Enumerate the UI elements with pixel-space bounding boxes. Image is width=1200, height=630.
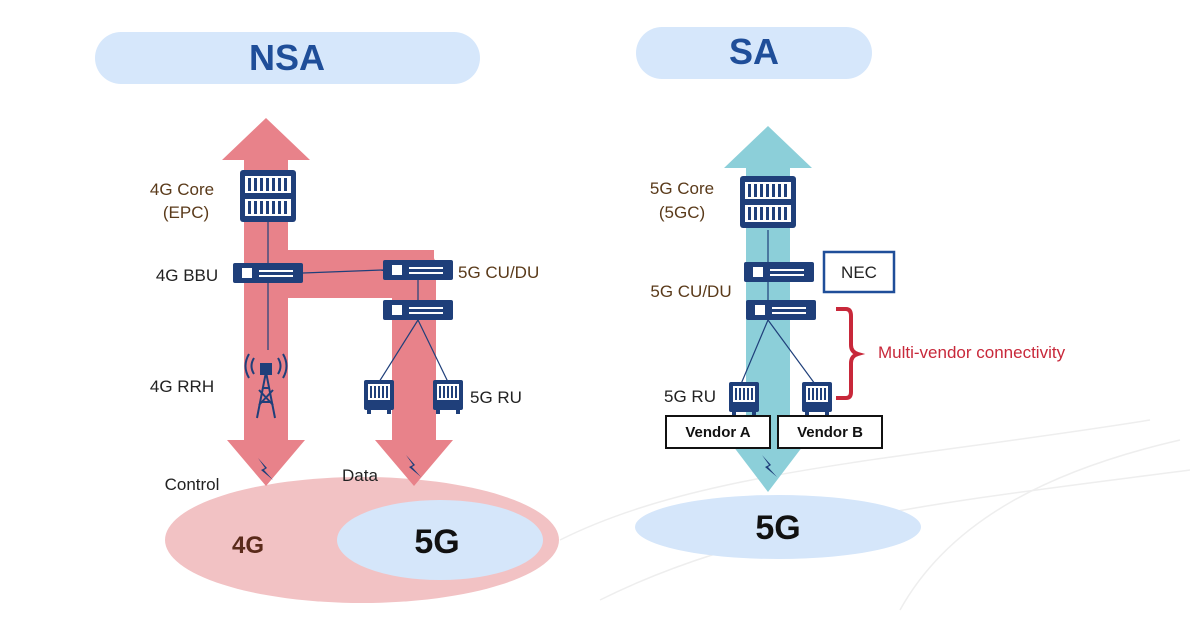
- vendor-a-box: [665, 415, 771, 449]
- nsa-rrh-label: 4G RRH: [150, 377, 214, 396]
- sa-cu-icon: [744, 262, 814, 282]
- nsa-ru-label: 5G RU: [470, 388, 522, 407]
- 5g-du-icon: [383, 300, 453, 320]
- sa-core-label-1: 5G Core: [650, 179, 714, 198]
- sa-core-label-2: (5GC): [659, 203, 705, 222]
- control-label: Control: [165, 475, 220, 494]
- sa-cudu-label: 5G CU/DU: [650, 282, 731, 301]
- nec-label: NEC: [841, 263, 877, 282]
- nsa-bbu-label: 4G BBU: [156, 266, 218, 285]
- 5g-cu-icon: [383, 260, 453, 280]
- nsa-5g-label: 5G: [414, 523, 459, 561]
- sa-title-pill: [636, 27, 872, 79]
- vendor-a-label: Vendor A: [685, 424, 750, 441]
- nsa-cudu-label: 5G CU/DU: [458, 263, 539, 282]
- 4g-rrh-tower-icon: [244, 353, 288, 419]
- data-label: Data: [342, 466, 378, 485]
- multivendor-brace: [836, 307, 866, 400]
- nsa-title-pill: [95, 32, 480, 84]
- sa-links: [740, 230, 816, 385]
- sa-title: SA: [729, 31, 779, 72]
- sa-5g-label: 5G: [755, 509, 800, 547]
- 4g-core-server-icon: [240, 170, 296, 222]
- nsa-core-label-2: (EPC): [163, 203, 209, 222]
- nsa-core-label-1: 4G Core: [150, 180, 214, 199]
- multivendor-label: Multi-vendor connectivity: [878, 343, 1066, 362]
- nsa-4g-label: 4G: [232, 532, 264, 559]
- vendor-b-box: [777, 415, 883, 449]
- 5g-core-server-icon: [740, 176, 796, 228]
- coverage-5g-ellipse-sa: [635, 495, 921, 559]
- 5g-ru-icon-left: [364, 380, 394, 414]
- nsa-links: [267, 222, 449, 383]
- sa-ru-label: 5G RU: [664, 387, 716, 406]
- sa-ru-icon-vendor-a: [729, 382, 759, 416]
- 4g-bbu-icon: [233, 263, 303, 283]
- nsa-title: NSA: [249, 37, 325, 78]
- 5g-ru-icon-right: [433, 380, 463, 414]
- coverage-5g-ellipse-nsa: [337, 500, 543, 580]
- vendor-b-label: Vendor B: [797, 424, 863, 441]
- sa-du-icon: [746, 300, 816, 320]
- nec-box: [822, 250, 896, 294]
- sa-ru-icon-vendor-b: [802, 382, 832, 416]
